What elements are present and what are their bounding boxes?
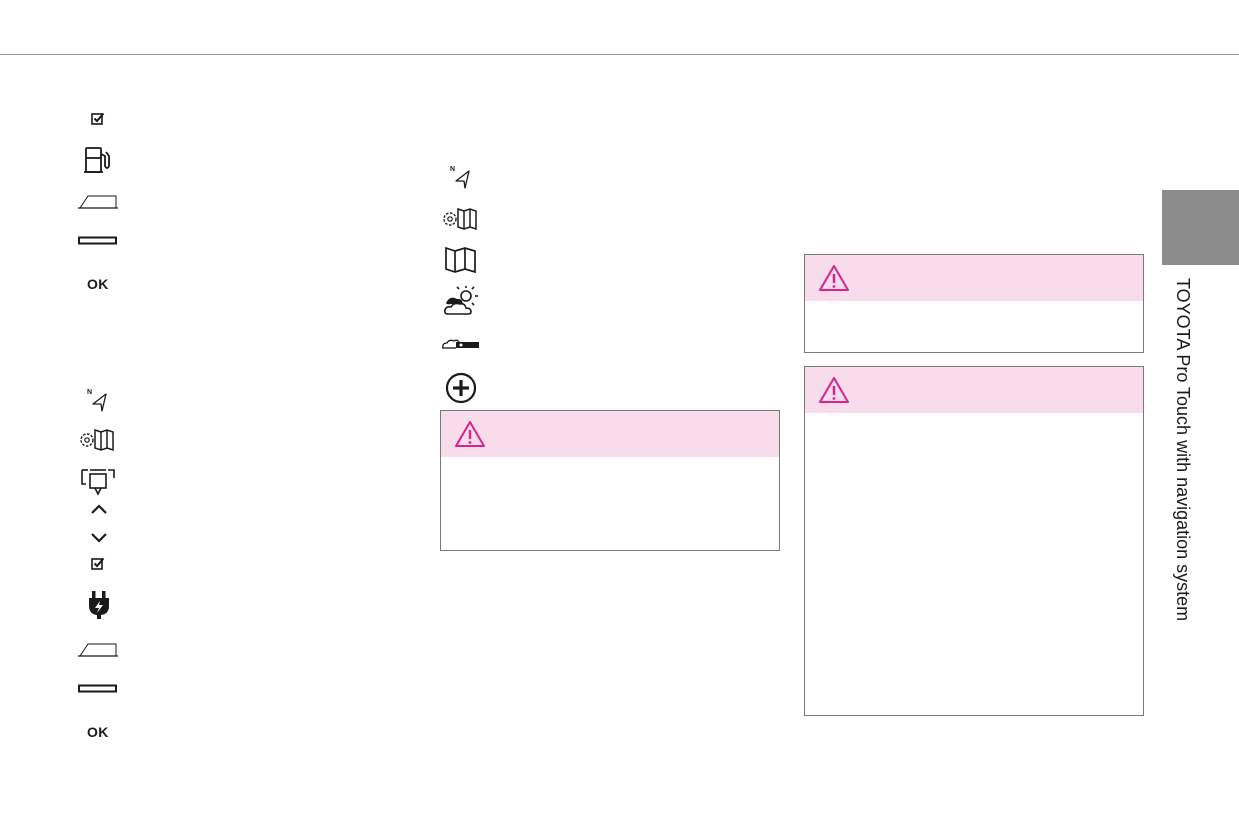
warning-box-right-top	[804, 254, 1144, 353]
checkbox-check-icon	[91, 557, 105, 570]
warning-header	[805, 367, 1143, 413]
long-rectangle-icon	[78, 236, 118, 246]
warning-triangle-icon	[455, 421, 485, 447]
header-rule	[0, 54, 1239, 55]
svg-text:N: N	[87, 389, 92, 396]
parallelogram-outline-icon	[78, 194, 118, 210]
weather-sun-cloud-icon	[442, 285, 480, 317]
charging-plug-icon	[86, 590, 112, 620]
side-section-title-text: TOYOTA Pro Touch with navigation system	[1173, 278, 1193, 622]
ok-label: OK	[87, 276, 109, 292]
checkbox-check-icon	[91, 112, 105, 125]
map-icon	[444, 245, 478, 275]
side-tab	[1162, 190, 1239, 265]
svg-text:N: N	[450, 166, 455, 173]
warning-header	[441, 411, 779, 457]
warning-header	[805, 255, 1143, 301]
gear-map-icon	[78, 427, 118, 453]
chevron-up-icon	[89, 502, 109, 516]
parallelogram-outline-icon	[78, 642, 118, 658]
warning-triangle-icon	[819, 265, 849, 291]
screen-projection-icon	[80, 466, 116, 496]
north-arrow-icon: N	[449, 163, 473, 189]
cloud-bar-icon	[441, 337, 481, 351]
chevron-down-icon	[89, 531, 109, 545]
add-circle-icon	[445, 372, 477, 404]
fuel-pump-icon	[84, 146, 114, 174]
long-rectangle-icon	[78, 684, 118, 694]
warning-box-middle	[440, 410, 780, 551]
north-arrow-icon: N	[86, 386, 110, 412]
warning-box-right-bottom	[804, 366, 1144, 716]
ok-label: OK	[87, 724, 109, 740]
side-section-title: TOYOTA Pro Touch with navigation system	[1172, 278, 1202, 698]
gear-map-icon	[441, 206, 481, 232]
warning-triangle-icon	[819, 377, 849, 403]
